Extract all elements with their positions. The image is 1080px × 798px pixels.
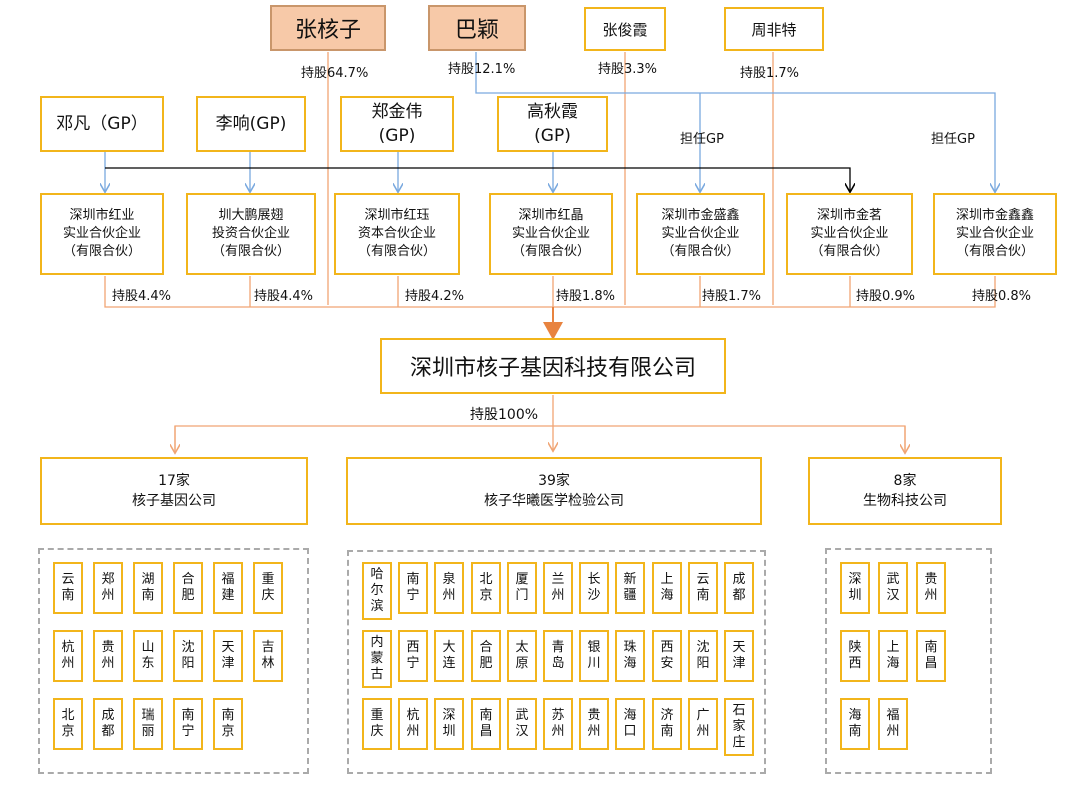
- fund-jinxinxin: 深圳市金鑫鑫 实业合伙企业 （有限合伙）: [933, 193, 1057, 275]
- fund-hongjing: 深圳市红晶 实业合伙企业 （有限合伙）: [489, 193, 613, 275]
- city-tile: 重 庆: [253, 562, 283, 614]
- city-tile: 上 海: [652, 562, 682, 614]
- city-tile: 南 宁: [173, 698, 203, 750]
- city-tile: 苏 州: [543, 698, 573, 750]
- city-tile: 西 宁: [398, 630, 428, 682]
- city-tile: 云 南: [688, 562, 718, 614]
- city-tile: 哈 尔 滨: [362, 562, 392, 620]
- city-tile: 西 安: [652, 630, 682, 682]
- shareholder-ba-ying: 巴颖: [428, 5, 526, 51]
- fund-share-hongjing: 持股1.8%: [556, 289, 616, 304]
- city-tile: 新 疆: [615, 562, 645, 614]
- city-tile: 武 汉: [507, 698, 537, 750]
- city-tile: 成 都: [93, 698, 123, 750]
- core-company: 深圳市核子基因科技有限公司: [380, 338, 726, 394]
- city-tile: 太 原: [507, 630, 537, 682]
- city-tile: 南 宁: [398, 562, 428, 614]
- city-tile: 沈 阳: [173, 630, 203, 682]
- gp-role-label-2: 担任GP: [931, 132, 975, 147]
- city-tile: 泉 州: [434, 562, 464, 614]
- city-tile: 厦 门: [507, 562, 537, 614]
- gp-role-label-1: 担任GP: [680, 132, 724, 147]
- fund-share-jinshengxin: 持股1.7%: [702, 289, 762, 304]
- city-tile: 贵 州: [916, 562, 946, 614]
- city-tile: 山 东: [133, 630, 163, 682]
- fund-share-jinming: 持股0.9%: [856, 289, 916, 304]
- city-tile: 贵 州: [579, 698, 609, 750]
- city-tile: 济 南: [652, 698, 682, 750]
- city-tile: 成 都: [724, 562, 754, 614]
- city-tile: 南 昌: [471, 698, 501, 750]
- city-tile: 合 肥: [173, 562, 203, 614]
- city-tile: 银 川: [579, 630, 609, 682]
- city-tile: 青 岛: [543, 630, 573, 682]
- core-share-label: 持股100%: [470, 407, 539, 423]
- city-tile: 重 庆: [362, 698, 392, 750]
- city-tile: 南 京: [213, 698, 243, 750]
- city-tile: 杭 州: [53, 630, 83, 682]
- city-tile: 海 南: [840, 698, 870, 750]
- city-tile: 长 沙: [579, 562, 609, 614]
- city-tile: 天 津: [213, 630, 243, 682]
- fund-jinming: 深圳市金茗 实业合伙企业 （有限合伙）: [786, 193, 913, 275]
- city-tile: 福 州: [878, 698, 908, 750]
- city-tile: 上 海: [878, 630, 908, 682]
- city-tile: 武 汉: [878, 562, 908, 614]
- shareholder-zhang-hezi: 张核子: [270, 5, 386, 51]
- city-tile: 云 南: [53, 562, 83, 614]
- subsidiary-biotech: 8家 生物科技公司: [808, 457, 1002, 525]
- share-label-zhang-junxia: 持股3.3%: [598, 62, 658, 77]
- city-tile: 兰 州: [543, 562, 573, 614]
- fund-jinshengxin: 深圳市金盛鑫 实业合伙企业 （有限合伙）: [636, 193, 765, 275]
- city-tile: 吉 林: [253, 630, 283, 682]
- gp-gao-qiuxia: 高秋霞 (GP): [497, 96, 608, 152]
- gp-zheng-jinwei: 郑金伟 (GP): [340, 96, 454, 152]
- fund-share-hongye: 持股4.4%: [112, 289, 172, 304]
- shareholder-zhang-junxia: 张俊霞: [584, 7, 666, 51]
- city-tile: 瑞 丽: [133, 698, 163, 750]
- city-tile: 内 蒙 古: [362, 630, 392, 688]
- city-tile: 南 昌: [916, 630, 946, 682]
- fund-hongye: 深圳市红业 实业合伙企业 （有限合伙）: [40, 193, 164, 275]
- city-tile: 贵 州: [93, 630, 123, 682]
- share-label-zhou-feite: 持股1.7%: [740, 66, 800, 81]
- city-tile: 北 京: [471, 562, 501, 614]
- city-tile: 湖 南: [133, 562, 163, 614]
- region-group-biotech: [825, 548, 992, 774]
- city-tile: 大 连: [434, 630, 464, 682]
- city-tile: 深 圳: [434, 698, 464, 750]
- subsidiary-hezi-gene: 17家 核子基因公司: [40, 457, 308, 525]
- city-tile: 杭 州: [398, 698, 428, 750]
- subsidiary-huaxi-lab: 39家 核子华曦医学检验公司: [346, 457, 762, 525]
- fund-dapeng-zhanchi: 圳大鹏展翅 投资合伙企业 （有限合伙）: [186, 193, 316, 275]
- city-tile: 北 京: [53, 698, 83, 750]
- city-tile: 福 建: [213, 562, 243, 614]
- fund-share-dapeng: 持股4.4%: [254, 289, 314, 304]
- region-group-huaxi-lab: [347, 550, 766, 774]
- city-tile: 石 家 庄: [724, 698, 754, 756]
- fund-share-hongjue: 持股4.2%: [405, 289, 465, 304]
- shareholder-zhou-feite: 周非特: [724, 7, 824, 51]
- share-label-zhang-hezi: 持股64.7%: [301, 66, 369, 81]
- city-tile: 合 肥: [471, 630, 501, 682]
- gp-deng-fan: 邓凡（GP）: [40, 96, 164, 152]
- city-tile: 沈 阳: [688, 630, 718, 682]
- fund-share-jinxinxin: 持股0.8%: [972, 289, 1032, 304]
- city-tile: 郑 州: [93, 562, 123, 614]
- city-tile: 广 州: [688, 698, 718, 750]
- fund-hongjue: 深圳市红珏 资本合伙企业 （有限合伙）: [334, 193, 460, 275]
- gp-li-xiang: 李响(GP): [196, 96, 306, 152]
- share-label-ba-ying: 持股12.1%: [448, 62, 516, 77]
- region-group-hezi-gene: [38, 548, 309, 774]
- city-tile: 海 口: [615, 698, 645, 750]
- city-tile: 深 圳: [840, 562, 870, 614]
- city-tile: 陕 西: [840, 630, 870, 682]
- city-tile: 珠 海: [615, 630, 645, 682]
- city-tile: 天 津: [724, 630, 754, 682]
